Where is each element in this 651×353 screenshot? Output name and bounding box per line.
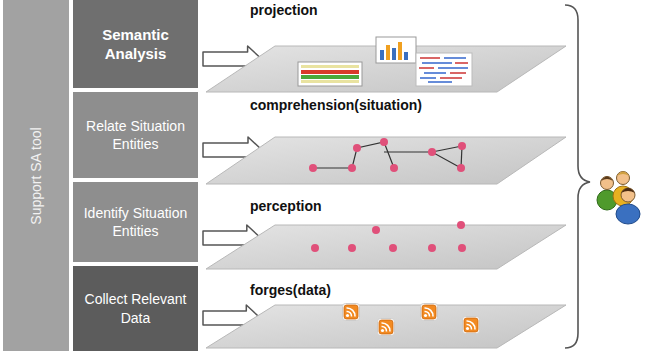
process-box: Relate Situation Entities [73,92,198,178]
entity-dots [311,221,466,252]
users-icon [597,172,640,225]
tool-band: Support SA tool [3,0,69,351]
process-box: Identify Situation Entities [73,182,198,262]
brace [565,5,590,348]
plane-shape [206,137,566,184]
plane-label: comprehension(situation) [250,97,422,113]
plane-shape [206,46,566,92]
plane-shape [206,305,566,348]
band-label: Support SA tool [28,127,44,224]
plane-shape [206,225,566,269]
rss-icons [343,304,480,336]
process-box: Collect Relevant Data [73,266,198,351]
layer-plane: perception [205,190,567,270]
plane-label: perception [250,198,322,214]
layer-plane: forges(data) [205,275,567,349]
box-label: Identify Situation Entities [81,204,190,240]
box-label: Semantic Analysis [81,25,190,64]
process-box: Semantic Analysis [73,0,198,88]
chart-thumbnails [298,37,472,86]
box-label: Relate Situation Entities [81,117,190,153]
plane-label: projection [250,2,318,18]
layer-plane: comprehension(situation) [205,95,567,185]
plane-label: forges(data) [250,282,331,298]
entity-graph [309,138,466,172]
box-label: Collect Relevant Data [81,290,190,326]
layer-plane: projection [205,0,567,93]
